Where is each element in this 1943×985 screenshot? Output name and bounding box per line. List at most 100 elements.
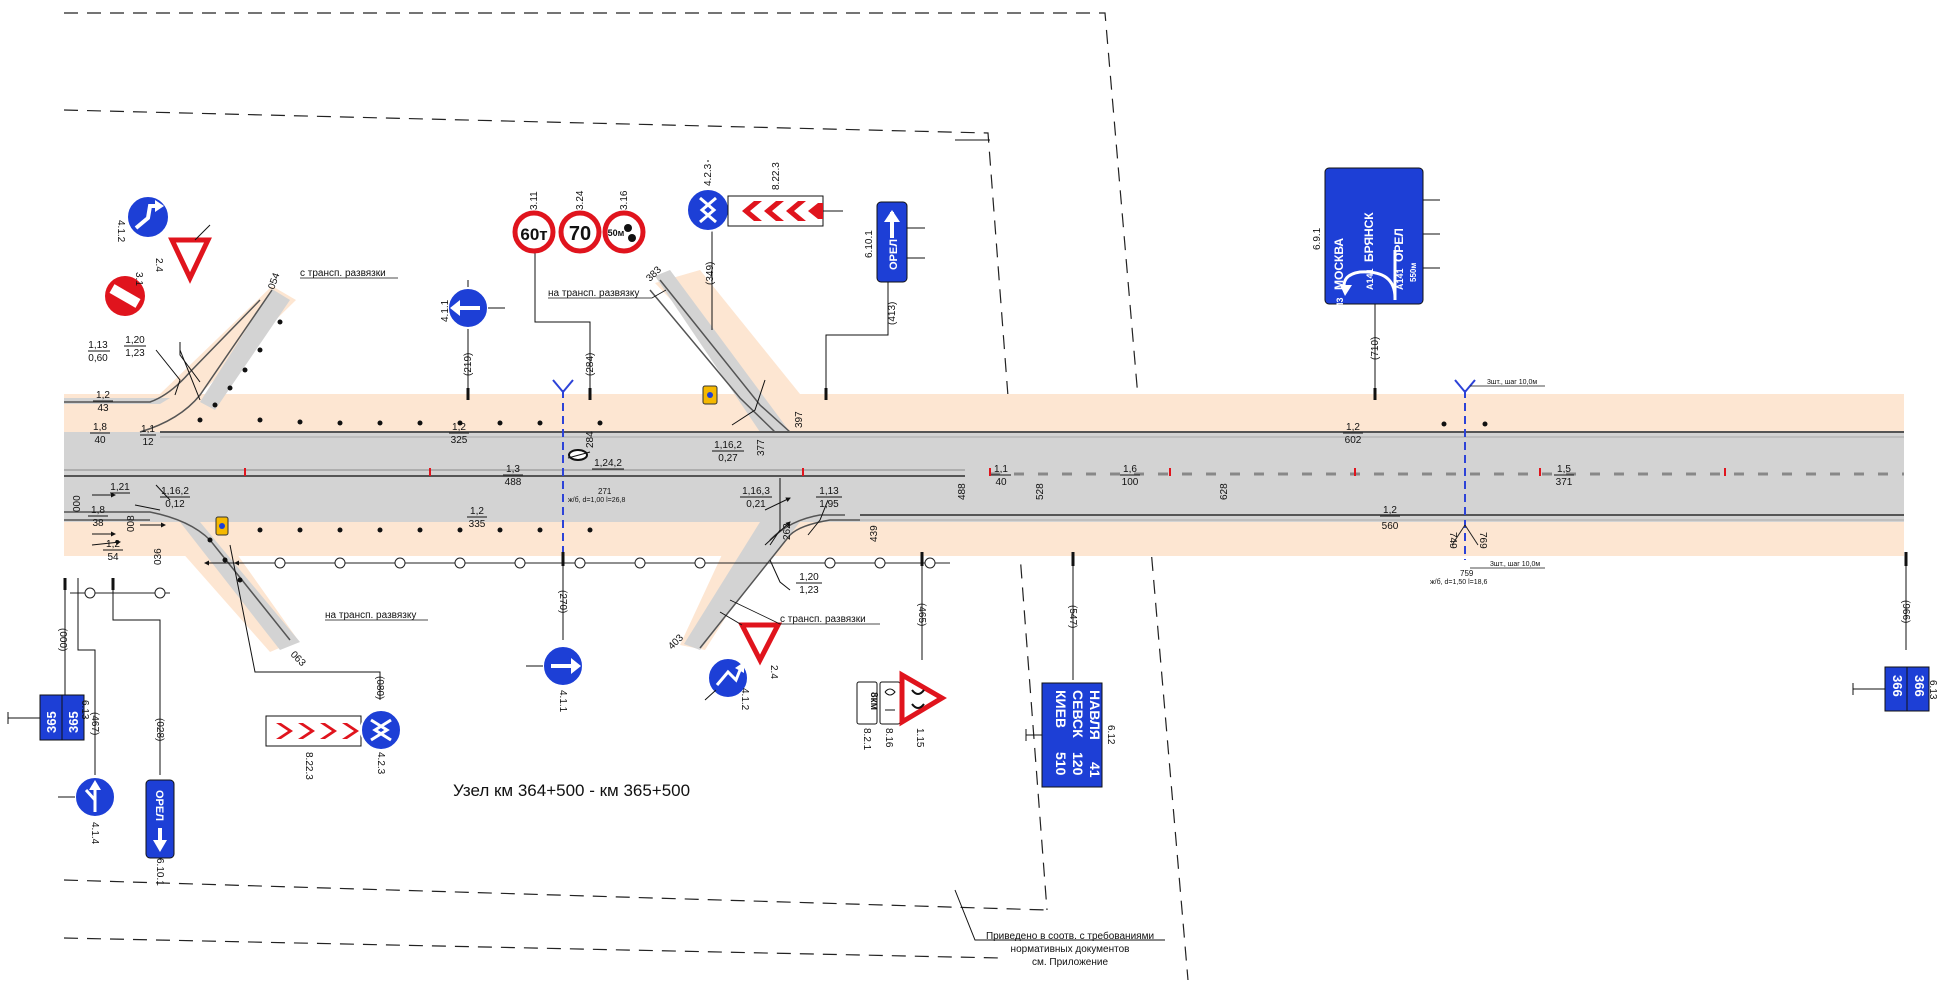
sign-3-11: 60т bbox=[512, 210, 556, 254]
chainage-749: 749 bbox=[1447, 532, 1458, 549]
dist-219: (219) bbox=[463, 353, 474, 376]
svg-text:325: 325 bbox=[451, 435, 468, 446]
km365-label-1: 365 bbox=[44, 711, 59, 733]
axis-lines bbox=[552, 379, 1479, 560]
svg-text:40: 40 bbox=[94, 435, 106, 446]
sign-4-1-1-top bbox=[447, 287, 505, 329]
step-note-bottom: 3шт., шаг 10,0м bbox=[1490, 561, 1540, 568]
marking-1-16-2-b: 1,16,20,12 bbox=[160, 486, 190, 510]
drawing-title: Узел км 364+500 - км 365+500 bbox=[453, 781, 690, 800]
svg-text:560: 560 bbox=[1382, 521, 1399, 532]
marking-1-20-a: 1,20 1,23 bbox=[124, 335, 146, 359]
marking-labels: 1,130,60 1,201,23 1,243 1,840 1,112 1,23… bbox=[88, 335, 1574, 596]
sign-code-labels: 4.1.2 2.4 3.1 4.1.1 3.11 3.24 3.16 4.2.3… bbox=[79, 162, 1938, 886]
chainage-008: 008 bbox=[126, 515, 137, 532]
svg-text:1,1: 1,1 bbox=[994, 464, 1008, 475]
code-1-15: 1.15 bbox=[914, 728, 925, 748]
svg-text:1,6: 1,6 bbox=[1123, 464, 1137, 475]
dist-284: (284) bbox=[585, 353, 596, 376]
svg-text:38: 38 bbox=[92, 518, 104, 529]
pipe-note-left: ж/б, d=1,00 l=26,8 bbox=[568, 496, 625, 504]
svg-text:100: 100 bbox=[1122, 477, 1139, 488]
code-3-1: 3.1 bbox=[133, 272, 144, 286]
marking-1-16-2-a: 1,16,20,27 bbox=[712, 440, 744, 464]
code-2-4-se: 2.4 bbox=[768, 665, 779, 679]
sign-6-10-1-bottom: ОРЕЛ bbox=[145, 779, 175, 859]
ramp-label-from-se: с трансп. развязки bbox=[780, 614, 866, 625]
svg-text:1,20: 1,20 bbox=[799, 572, 819, 583]
dist-966: (966) bbox=[1900, 600, 1911, 623]
chainage-262: 262 bbox=[782, 523, 793, 540]
dist-349: (349) bbox=[705, 262, 716, 285]
marking-1-8-b: 1,838 bbox=[88, 505, 108, 529]
plate-8km-text: 8км bbox=[868, 692, 879, 710]
chainage-397: 397 bbox=[794, 411, 805, 428]
code-4-2-3-top: 4.2.3 bbox=[703, 163, 714, 186]
marking-1-24-2: 1,24,2 bbox=[592, 458, 624, 470]
chainage-528: 528 bbox=[1035, 483, 1046, 500]
weight-limit-text: 60т bbox=[520, 225, 547, 244]
bryansk-label: БРЯНСК bbox=[1362, 212, 1376, 262]
chainage-063: 063 bbox=[288, 649, 308, 669]
sign-4-2-3-top bbox=[686, 188, 730, 232]
sign-3-16: 50м bbox=[602, 210, 646, 254]
guard-barrier bbox=[70, 557, 950, 599]
svg-text:54: 54 bbox=[107, 552, 119, 563]
sign-4-2-3-bottom bbox=[360, 709, 402, 751]
marking-1-16-3: 1,16,30,21 bbox=[740, 486, 772, 510]
code-3-11: 3.11 bbox=[529, 191, 540, 210]
marking-1-2-a: 1,243 bbox=[93, 390, 113, 414]
code-8-22-3-top: 8.22.3 bbox=[771, 162, 782, 190]
marking-1-1-a: 1,112 bbox=[140, 424, 156, 448]
svg-text:1,1: 1,1 bbox=[141, 424, 155, 435]
dist-710: (710) bbox=[1370, 337, 1381, 360]
speed-limit-text: 70 bbox=[569, 223, 591, 245]
city-row-1-name: НАВЛЯ bbox=[1087, 690, 1103, 740]
code-6-9-1: 6.9.1 bbox=[1312, 227, 1323, 250]
distance-limit-text: 50м bbox=[608, 228, 625, 238]
distance-labels: (219) (284) (349) (413) (710) (270) (080… bbox=[57, 262, 1911, 742]
svg-text:1,20: 1,20 bbox=[125, 335, 145, 346]
ramp-label-to-ne: на трансп. развязку bbox=[548, 288, 639, 299]
sign-1-15 bbox=[899, 670, 947, 727]
km365-label-2: 365 bbox=[66, 711, 81, 733]
marking-1-2-b: 1,254 bbox=[103, 539, 123, 563]
code-6-10-1-top: 6.10.1 bbox=[864, 230, 875, 258]
code-8-2-1: 8.2.1 bbox=[861, 728, 872, 751]
chainage-271: 271 bbox=[598, 487, 612, 496]
svg-text:1,23: 1,23 bbox=[799, 585, 819, 596]
code-3-16: 3.16 bbox=[619, 190, 630, 210]
svg-text:1,13: 1,13 bbox=[88, 340, 108, 351]
orel-label-bottom: ОРЕЛ bbox=[153, 790, 165, 821]
dist-413: (413) bbox=[887, 302, 898, 325]
svg-text:43: 43 bbox=[97, 403, 109, 414]
footnote-leader bbox=[954, 889, 1165, 941]
code-4-1-2-nw: 4.1.2 bbox=[115, 220, 126, 243]
svg-text:1,21: 1,21 bbox=[110, 482, 130, 493]
city-row-3-name: КИЕВ bbox=[1053, 690, 1069, 728]
svg-text:1,2: 1,2 bbox=[96, 390, 110, 401]
dist-000: (000) bbox=[57, 628, 68, 651]
marking-1-1-b: 1,140 bbox=[991, 464, 1011, 488]
sign-8-22-3-bottom bbox=[265, 715, 362, 747]
chainage-628: 628 bbox=[1219, 483, 1230, 500]
svg-text:1,5: 1,5 bbox=[1557, 464, 1571, 475]
svg-text:1,8: 1,8 bbox=[93, 422, 107, 433]
svg-text:1,2: 1,2 bbox=[470, 506, 484, 517]
svg-text:1,23: 1,23 bbox=[125, 348, 145, 359]
code-6-13-366: 6.13 bbox=[1927, 680, 1938, 700]
svg-text:1,16,2: 1,16,2 bbox=[714, 440, 742, 451]
chainage-769: 769 bbox=[1477, 532, 1488, 549]
dist-550-label: 550м bbox=[1409, 263, 1418, 282]
svg-text:602: 602 bbox=[1345, 435, 1362, 446]
dist-080: (080) bbox=[374, 676, 385, 699]
red-markers bbox=[244, 468, 1726, 476]
svg-text:1,2: 1,2 bbox=[452, 422, 466, 433]
dist-547: (547) bbox=[1067, 605, 1078, 628]
footnote-line-3: см. Приложение bbox=[1032, 957, 1109, 968]
